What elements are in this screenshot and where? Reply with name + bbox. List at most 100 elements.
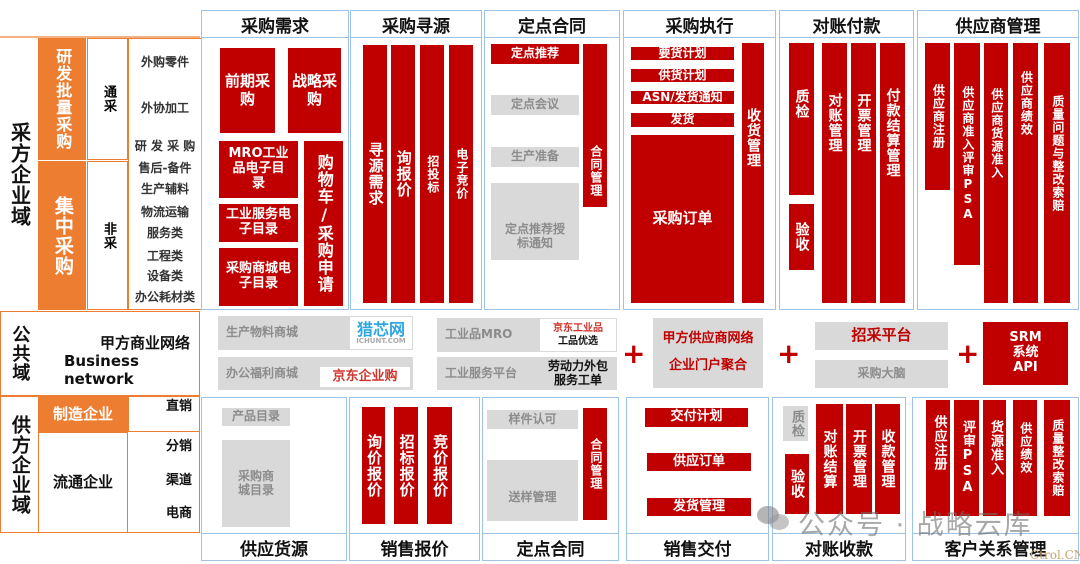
box: 生产准备	[491, 147, 579, 167]
box: 寻源需求	[363, 45, 387, 303]
jd-enterprise-logo: 京东企业购	[320, 367, 410, 387]
box: 发货	[631, 112, 734, 127]
box: 电子竞价	[449, 45, 473, 303]
box: 验收	[789, 204, 814, 270]
watermark: 公众号 · 战略云库	[798, 510, 1033, 541]
box: 战略采购	[288, 48, 341, 133]
item: 生产辅料	[140, 182, 189, 196]
box: 产品目录	[222, 408, 290, 426]
item: 外协加工	[140, 101, 189, 115]
item: 售后-备件	[138, 161, 192, 175]
box: 质检	[783, 406, 808, 441]
type-general: 通采	[87, 38, 128, 160]
box: 供货计划	[631, 68, 734, 82]
box: 竞价报价	[427, 407, 452, 524]
box: 付款结算管理	[880, 43, 905, 303]
platform-label: 办公福利商城	[226, 365, 299, 380]
column-title: 定点合同	[482, 533, 619, 561]
box: 收货管理	[742, 43, 764, 303]
column-title: 供应商管理	[917, 10, 1079, 38]
box: 供应注册	[926, 400, 950, 516]
plus-icon: +	[622, 337, 646, 370]
box: 招标报价	[394, 407, 418, 524]
item: 物流运输	[140, 205, 189, 219]
box: 采购商城目录	[222, 440, 290, 527]
box: 询报价	[391, 45, 415, 303]
group-centralized: 集中采购	[38, 161, 86, 310]
column-title: 定点合同	[484, 10, 620, 38]
box: 货源准入	[983, 400, 1006, 516]
channel: 分销	[165, 439, 192, 454]
box: 定点推荐	[491, 44, 579, 64]
platform-industrial-service[interactable]: 工业服务平台	[437, 357, 617, 390]
portal-line: 企业门户聚合	[668, 358, 747, 373]
item: 研 发 采 购	[134, 139, 196, 153]
channel: 渠道	[165, 473, 192, 488]
box: 合同管理	[583, 44, 607, 207]
box: 询价报价	[362, 407, 385, 524]
box: 送样管理	[487, 460, 578, 521]
type-non-production: 非采	[87, 161, 128, 310]
box: 对账管理	[822, 43, 847, 303]
box: 合同管理	[583, 408, 607, 520]
channel: 电商	[165, 506, 192, 521]
column-title: 对账收款	[772, 533, 906, 561]
column-title: 对账付款	[779, 10, 914, 38]
business-network-label: 甲方商业网络 Business network	[64, 334, 191, 388]
box: 评审PSA	[954, 400, 979, 516]
box: 定点会议	[491, 95, 579, 115]
item: 设备类	[146, 269, 183, 283]
box: 采购商城电子目录	[219, 248, 298, 306]
wechat-icon	[757, 504, 793, 534]
type-manufacturer: 制造企业	[38, 397, 128, 432]
box: 开票管理	[846, 404, 872, 514]
item: 服务类	[146, 226, 183, 240]
box: 购物车/采购申请	[304, 141, 343, 306]
platform-label: 生产物料商城	[226, 325, 299, 340]
box: ASN/发货通知	[631, 90, 734, 104]
plus-icon: +	[777, 337, 801, 370]
platform-label: 工业服务平台	[445, 365, 518, 380]
public-domain-label: 公共域	[9, 325, 31, 382]
box: 工业服务电子目录	[219, 204, 298, 242]
platform-label: 工业品MRO	[445, 327, 513, 342]
box: 收款管理	[875, 404, 900, 514]
box: 质检	[789, 43, 814, 195]
column-title: 销售报价	[349, 533, 480, 561]
box: 开票管理	[851, 43, 876, 303]
box: 验收	[785, 454, 809, 514]
box: MRO工业品电子目录	[219, 141, 298, 198]
column-title: 采购需求	[201, 10, 349, 38]
box: 对账结算	[816, 404, 843, 514]
srm-api-box[interactable]: SRM系统API	[983, 322, 1068, 385]
column-title: 销售交付	[626, 533, 769, 561]
column-title: 采购寻源	[350, 10, 482, 38]
box: 发货管理	[647, 498, 751, 516]
box: 质量整改索赔	[1044, 400, 1070, 516]
box: 交付计划	[645, 408, 748, 427]
procurement-brain-box[interactable]: 采购大脑	[815, 360, 948, 388]
jd-industrial-logo: 京东工业品工品优选	[540, 319, 616, 351]
items-panel	[128, 38, 201, 310]
box: 供应订单	[647, 453, 751, 471]
box: 供应绩效	[1013, 400, 1037, 516]
supplier-domain-label: 供方企业域	[8, 414, 31, 515]
box: 供应商准入评审PSA	[954, 43, 980, 265]
box: 供应商绩效	[1013, 43, 1038, 303]
labor-outsourcing-label: 劳动力外包服务工单	[547, 359, 608, 387]
channel-panel	[128, 396, 200, 432]
group-rd-batch: 研发批量采购	[38, 38, 86, 160]
box: 采购订单	[631, 135, 734, 303]
bidding-platform-box[interactable]: 招采平台	[815, 322, 948, 350]
channel: 直销	[165, 399, 192, 414]
divider	[0, 36, 200, 38]
supplier-portal-box[interactable]: 甲方供应商网络企业门户聚合	[653, 318, 763, 388]
box: 要货计划	[631, 46, 734, 60]
box: 样件认可	[487, 410, 578, 429]
box: 招投标	[420, 45, 444, 303]
box: 前期采购	[220, 48, 275, 133]
box: 质量问题与整改索赔	[1044, 43, 1070, 303]
column-title: 供应货源	[201, 533, 347, 561]
